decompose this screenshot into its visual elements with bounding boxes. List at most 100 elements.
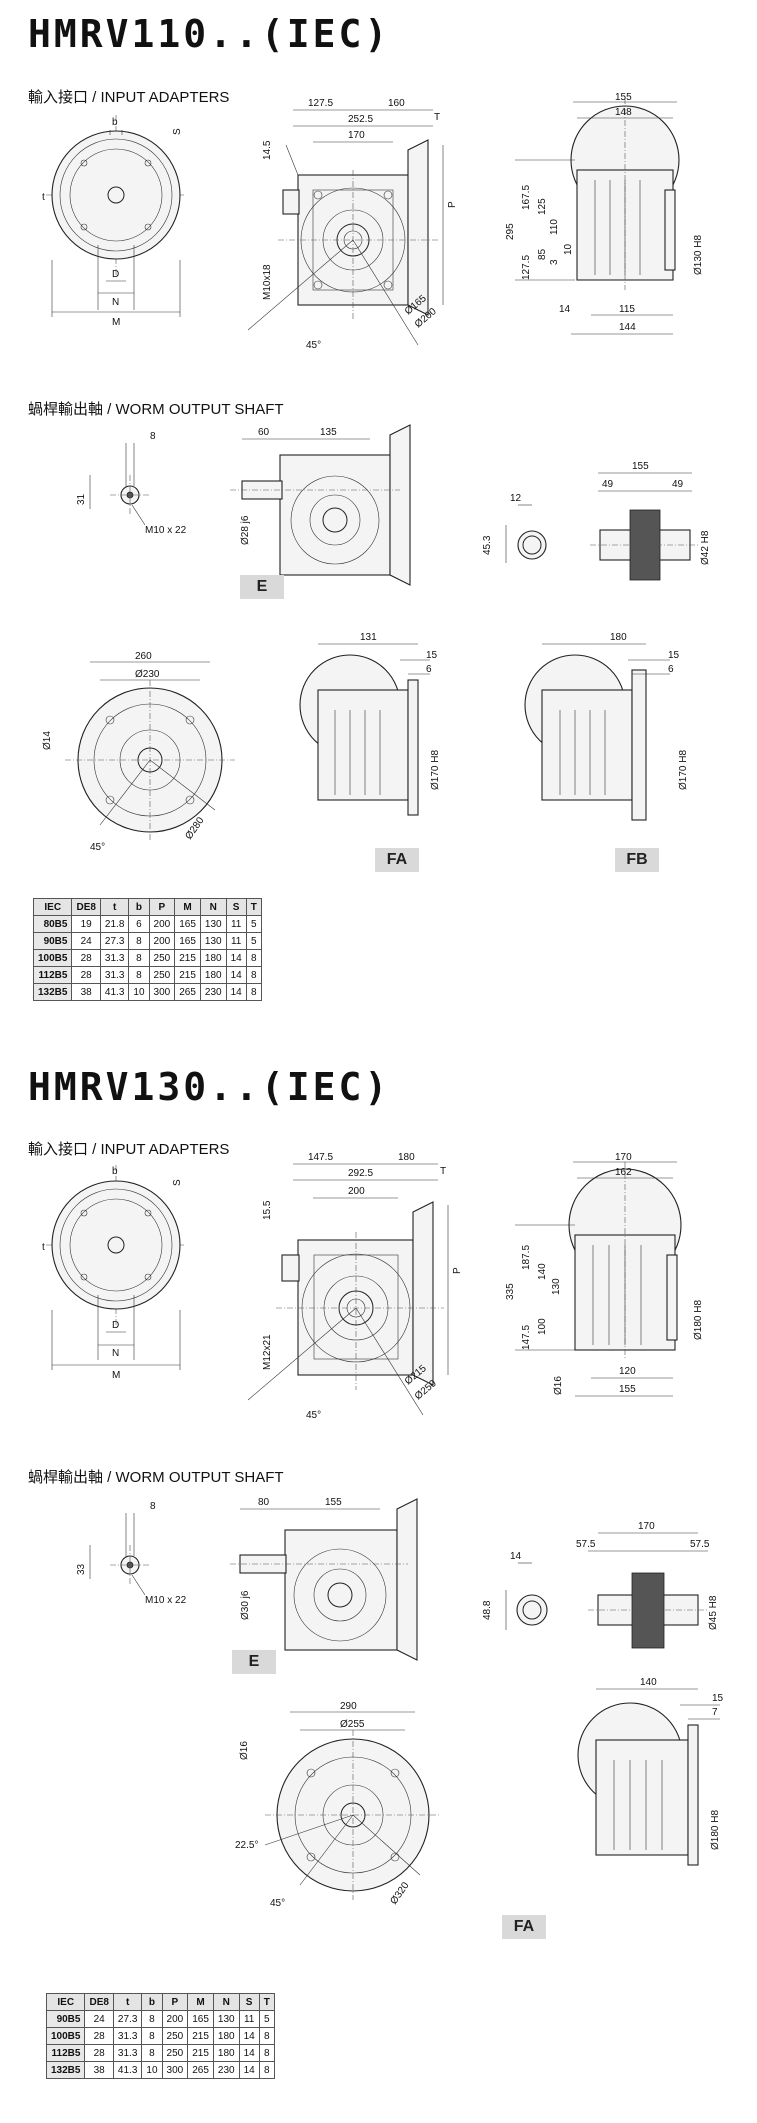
worm-output-view-e: 60 135 Ø28 j6: [230, 424, 411, 586]
cell: 200: [148, 915, 176, 933]
flange-fa-view-2: 140 15 7 Ø180 H8: [577, 1677, 724, 1866]
dim-fa-w1: 140: [640, 1677, 657, 1688]
dim-m: M: [112, 317, 120, 328]
cell: 112B5: [45, 2044, 86, 2062]
col-p: P: [161, 1993, 189, 2011]
dim-worm-d: Ø28 j6: [240, 515, 251, 545]
dim-worm-w1: 60: [258, 427, 270, 438]
cell: 5: [258, 2010, 275, 2028]
cell: 215: [187, 2044, 214, 2062]
cell: 31.3: [112, 2044, 143, 2062]
dim-fa-w1: 131: [360, 632, 377, 643]
col-n: N: [212, 1993, 240, 2011]
cell: 31.3: [112, 2027, 143, 2045]
dim-side-b2: 120: [619, 1366, 636, 1377]
dim-front-w1: 127.5: [308, 98, 333, 109]
col-de8: DE8: [71, 898, 101, 916]
col-s: S: [238, 1993, 260, 2011]
dim-front-ang: 45°: [306, 340, 321, 351]
dim-hollow-h: 45.3: [482, 535, 493, 555]
dim-side-h7: 10: [563, 243, 574, 255]
dim-s: S: [172, 128, 183, 135]
dim-side-w2: 162: [615, 1167, 632, 1178]
dim-flange-d2: Ø320: [388, 1880, 411, 1907]
cell: 8: [245, 966, 262, 984]
dim-side-h8: 3: [549, 259, 560, 265]
cell: 250: [161, 2027, 189, 2045]
col-iec: IEC: [45, 1993, 86, 2011]
cell: 132B5: [45, 2061, 86, 2079]
dim-side-b1: 14: [559, 304, 571, 315]
dim-fa-w3: 7: [712, 1707, 718, 1718]
tag-fa: FA: [375, 848, 419, 872]
cell: 14: [225, 983, 247, 1001]
dim-side-h5: 130: [551, 1278, 562, 1295]
cell: 100B5: [32, 949, 73, 967]
cell: 230: [199, 983, 227, 1001]
cell: 130: [199, 932, 227, 950]
cell: 8: [128, 949, 150, 967]
cell: 215: [187, 2027, 214, 2045]
dim-n: N: [112, 297, 119, 308]
cell: 230: [212, 2061, 240, 2079]
dim-hollow-d: Ø45 H8: [708, 1595, 719, 1630]
tag-fb: FB: [615, 848, 659, 872]
cell: 130: [212, 2010, 240, 2028]
dim-fb-w3: 6: [668, 664, 674, 675]
col-de8: DE8: [84, 1993, 114, 2011]
col-p: P: [148, 898, 176, 916]
dim-front-h1: 14.5: [262, 140, 273, 160]
dim-hollow-w: 14: [510, 1551, 522, 1562]
cell: 180: [212, 2044, 240, 2062]
tag-fa-2: FA: [502, 1915, 546, 1939]
col-b: b: [141, 1993, 163, 2011]
dim-hollow-w: 12: [510, 493, 522, 504]
cell: 8: [245, 949, 262, 967]
dim-shaft-h: 31: [76, 493, 87, 505]
col-n: N: [199, 898, 227, 916]
page-title-hmrv110: HMRV110..(IEC): [28, 12, 391, 56]
shaft-section-view-2: 8 33 M10 x 22: [76, 1501, 187, 1606]
cell: 8: [128, 966, 150, 984]
cell: 200: [161, 2010, 189, 2028]
cell: 90B5: [45, 2010, 86, 2028]
col-t-head: T: [258, 1993, 275, 2011]
dim-worm-w1: 80: [258, 1497, 270, 1508]
dim-front-t: T: [434, 112, 440, 123]
cell: 14: [225, 966, 247, 984]
dim-n: N: [112, 1348, 119, 1359]
cell: 38: [71, 983, 101, 1001]
dim-worm-w2: 135: [320, 427, 337, 438]
dim-side-bore: Ø180 H8: [693, 1300, 704, 1340]
cell: 180: [199, 949, 227, 967]
cell: 38: [84, 2061, 114, 2079]
dim-side-w1: 155: [615, 92, 632, 103]
col-s: S: [225, 898, 247, 916]
input-adapter-front-view: b S t D N M: [42, 115, 186, 328]
cell: 100B5: [45, 2027, 86, 2045]
cell: 265: [187, 2061, 214, 2079]
cell: 27.3: [99, 932, 130, 950]
cell: 14: [238, 2027, 260, 2045]
dim-flange-a1: 22.5°: [235, 1840, 258, 1851]
dim-side-w2: 148: [615, 107, 632, 118]
dim-shaft-thread: M10 x 22: [145, 525, 187, 536]
cell: 21.8: [99, 915, 130, 933]
cell: 8: [128, 932, 150, 950]
cell: 11: [238, 2010, 260, 2028]
dim-flange-w1: 290: [340, 1701, 357, 1712]
dim-hollow-l3: 49: [672, 479, 684, 490]
cell: 300: [148, 983, 176, 1001]
dim-fa-d: Ø170 H8: [430, 750, 441, 790]
dim-d: D: [112, 1320, 119, 1331]
dim-side-h1: 335: [505, 1283, 516, 1300]
dim-t: t: [42, 1242, 45, 1253]
dim-hollow-l1: 170: [638, 1521, 655, 1532]
gearbox-side-view: 155 148 295 167.5 127.5 125 110 85 10 3 …: [505, 92, 704, 335]
dim-front-w4: 170: [348, 130, 365, 141]
dim-m: M: [112, 1370, 120, 1381]
dim-hollow-l2: 49: [602, 479, 614, 490]
